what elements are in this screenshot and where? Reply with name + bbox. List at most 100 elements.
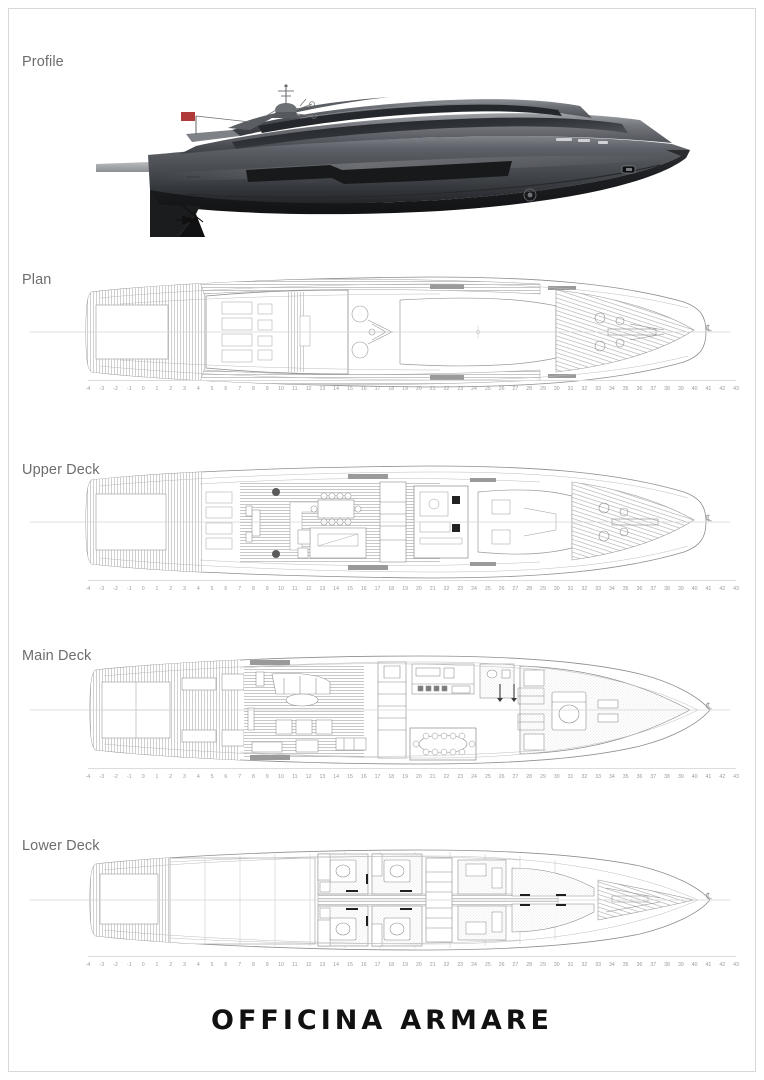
station-tick: 7: [238, 586, 242, 592]
station-tick: 10: [278, 386, 284, 392]
station-tick: 35: [622, 774, 629, 780]
station-tick: 25: [484, 386, 491, 392]
station-tick: 2: [169, 962, 173, 968]
station-tick: 8: [251, 586, 255, 592]
station-tick: 2: [169, 774, 173, 780]
station-tick: 32: [581, 586, 588, 592]
profile-vessel: [96, 84, 690, 237]
view-label-lower-deck: Lower Deck: [22, 838, 100, 854]
station-tick: 37: [650, 962, 657, 968]
station-tick: 19: [402, 586, 408, 592]
station-tick: 20: [416, 774, 422, 780]
station-tick: 26: [498, 774, 505, 780]
station-tick: 12: [305, 774, 312, 780]
main-dining-set: [409, 727, 477, 761]
station-tick: 3: [183, 586, 186, 592]
station-tick: 34: [609, 586, 615, 592]
station-tick: 14: [333, 386, 340, 392]
station-tick: 2: [169, 386, 173, 392]
ensign-flag: [181, 112, 251, 134]
station-tick: 1: [155, 386, 159, 392]
station-tick: 18: [388, 386, 395, 392]
upper-bar: [245, 505, 261, 543]
station-tick: 19: [402, 962, 408, 968]
station-tick: 28: [526, 386, 533, 392]
view-main-deck: Main Deck: [0, 648, 764, 780]
station-tick: 5: [210, 586, 214, 592]
station-tick: 22: [443, 774, 450, 780]
station-tick: 4: [196, 962, 200, 968]
deck-planter-port: [272, 488, 280, 496]
master-bed: [551, 691, 587, 731]
main-deck-drawing: [0, 648, 764, 780]
station-tick: -3: [99, 586, 105, 592]
station-tick: 38: [664, 962, 670, 968]
deck-cleats: [430, 284, 576, 380]
station-tick: 36: [636, 962, 643, 968]
station-tick: 0: [141, 586, 145, 592]
station-tick: 16: [360, 774, 367, 780]
view-plan: Plan: [0, 272, 764, 392]
plan-drawing: [0, 272, 764, 392]
station-tick: 41: [705, 962, 712, 968]
station-tick: 4: [196, 774, 200, 780]
lower-deck-drawing: [0, 838, 764, 970]
station-tick: 30: [553, 586, 560, 592]
station-tick: 32: [581, 774, 588, 780]
station-tick: 27: [512, 386, 519, 392]
hardtop: [228, 97, 390, 130]
main-galley: [411, 663, 475, 695]
station-tick: 18: [388, 774, 395, 780]
station-tick: 26: [498, 386, 505, 392]
station-tick: 38: [664, 386, 670, 392]
view-label-plan: Plan: [22, 272, 52, 288]
station-tick: 17: [374, 586, 381, 592]
station-tick: 30: [553, 386, 560, 392]
station-tick: -1: [127, 774, 132, 780]
station-tick: -3: [99, 386, 105, 392]
sunpad-group: [221, 301, 273, 363]
station-tick: 7: [238, 962, 242, 968]
upper-dining-set: [310, 492, 362, 526]
brand-word-armare: ARMARE: [400, 1005, 553, 1036]
station-tick: 6: [224, 962, 228, 968]
station-tick: 8: [251, 774, 255, 780]
station-tick: 13: [319, 386, 326, 392]
station-tick: 8: [251, 962, 255, 968]
centerline-symbol-main: ℄: [706, 701, 712, 711]
station-tick: 13: [319, 774, 326, 780]
station-tick: 40: [691, 386, 698, 392]
station-tick: 16: [360, 386, 367, 392]
station-tick: 25: [484, 774, 491, 780]
centerline-symbol-plan: ℄: [706, 323, 712, 333]
scale-rule-line: [88, 956, 736, 957]
station-tick: 40: [691, 586, 698, 592]
station-tick: 21: [429, 962, 436, 968]
station-tick: 0: [141, 774, 145, 780]
station-tick: 34: [609, 386, 615, 392]
station-tick: 18: [388, 962, 395, 968]
station-tick: -3: [99, 774, 105, 780]
centerline-symbol-lower: ℄: [706, 891, 712, 901]
station-tick: 40: [691, 962, 698, 968]
station-tick: 9: [265, 386, 269, 392]
view-label-main-deck: Main Deck: [22, 648, 92, 664]
main-deck-plan: [30, 655, 730, 765]
station-tick: 25: [484, 962, 491, 968]
station-tick: 22: [443, 962, 450, 968]
hull-lower: [150, 150, 690, 215]
aft-overhang: [186, 130, 240, 142]
station-tick: 43: [733, 586, 739, 592]
station-tick: 31: [567, 386, 574, 392]
station-tick: 21: [429, 774, 436, 780]
station-tick: 22: [443, 586, 450, 592]
station-tick: 35: [622, 586, 629, 592]
centerline-symbol-upper: ℄: [706, 513, 712, 523]
brand-word-officina: OFFICINA: [211, 1005, 387, 1036]
station-tick: 41: [705, 386, 712, 392]
station-tick: 34: [609, 962, 615, 968]
station-tick: -1: [127, 962, 132, 968]
station-tick: -1: [127, 586, 132, 592]
